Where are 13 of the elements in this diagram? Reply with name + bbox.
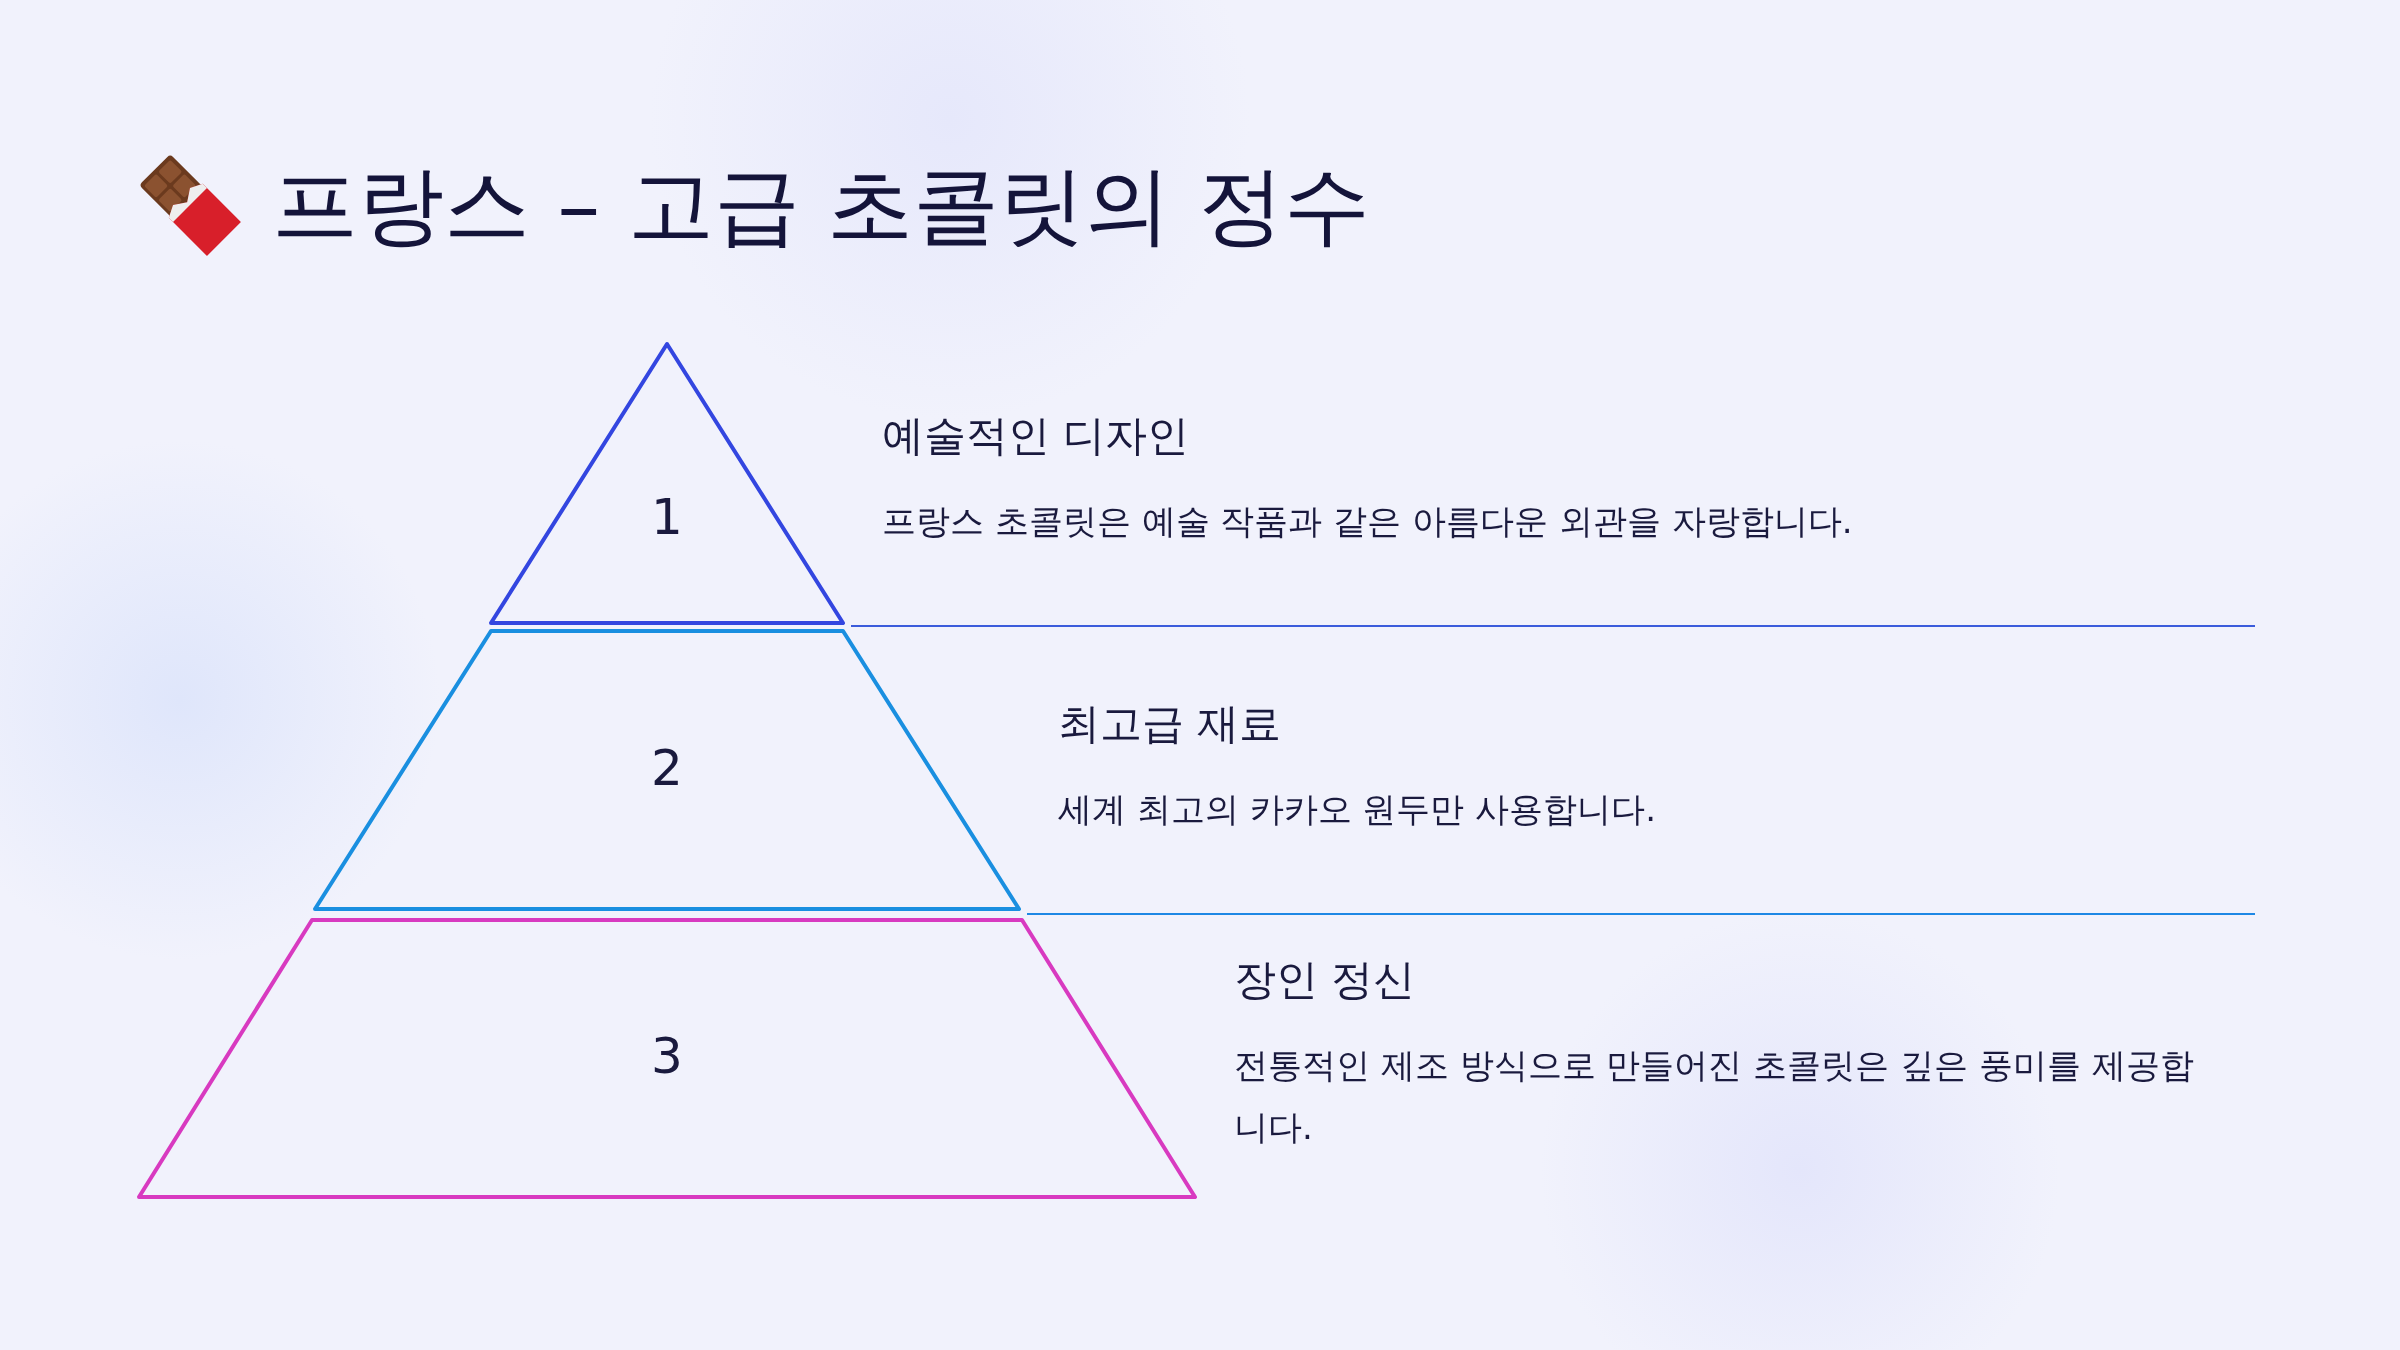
pyramid-tier <box>315 631 1019 909</box>
tier-description: 프랑스 초콜릿은 예술 작품과 같은 아름다운 외관을 자랑합니다. <box>882 500 1854 543</box>
tier-heading: 장인 정신 <box>1234 954 1416 1006</box>
tier-number: 1 <box>651 488 683 546</box>
tier-number: 3 <box>651 1027 683 1085</box>
pyramid-tier <box>491 344 843 623</box>
pyramid-tier <box>139 920 1195 1197</box>
tier-number: 2 <box>651 739 683 797</box>
title: 프랑스 – 고급 초콜릿의 정수 <box>272 154 1371 257</box>
tier-heading: 예술적인 디자인 <box>882 410 1190 462</box>
tier-heading: 최고급 재료 <box>1058 698 1282 750</box>
tier-description: 세계 최고의 카카오 원두만 사용합니다. <box>1058 788 1658 831</box>
tier-description: 전통적인 제조 방식으로 만들어진 초콜릿은 깊은 풍미를 제공합니다. <box>1234 1044 2195 1149</box>
